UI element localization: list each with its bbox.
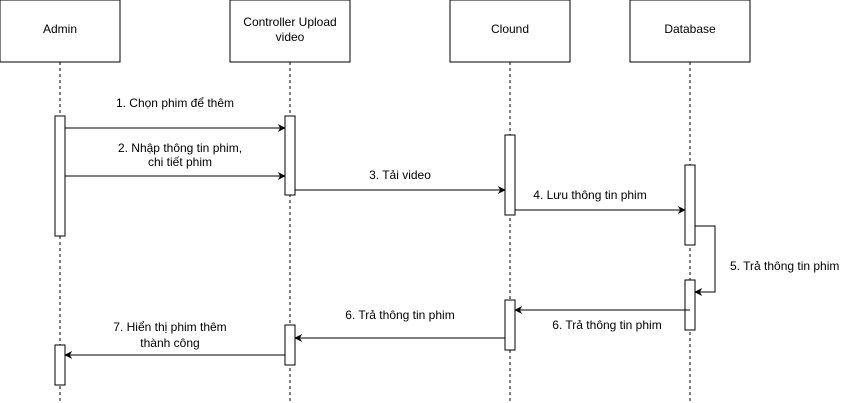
message-label-5: 5. Trả thông tin phim: [730, 259, 839, 273]
participant-controller: Controller Upload video: [229, 0, 351, 63]
message-label-2b: chi tiết phim: [148, 155, 212, 169]
activation-admin-2: [54, 344, 66, 386]
activation-database-1: [684, 164, 696, 246]
message-arrow-5: [694, 225, 716, 296]
participant-label: Admin: [43, 22, 77, 36]
activation-database-2: [684, 279, 696, 331]
activation-controller-2: [284, 324, 296, 366]
participant-label: Controller Upload: [243, 15, 336, 29]
message-label-4: 4. Lưu thông tin phim: [533, 188, 646, 202]
participant-database: Database: [629, 0, 751, 63]
message-label-6b: 6. Trả thông tin phim: [345, 308, 454, 322]
participant-label: Database: [664, 22, 716, 36]
participant-label: Clound: [491, 22, 529, 36]
participant-admin: Admin: [0, 0, 121, 63]
message-label-7: 7. Hiển thị phim thêm: [113, 320, 226, 334]
message-label-2: 2. Nhập thông tin phim,: [118, 141, 242, 155]
activation-controller-1: [284, 115, 296, 196]
activation-admin-1: [54, 115, 66, 237]
message-label-6a: 6. Trả thông tin phim: [552, 318, 661, 332]
participant-label: video: [276, 30, 305, 44]
message-label-7b: thành công: [140, 336, 199, 350]
message-label-3: 3. Tải video: [369, 168, 431, 182]
activation-cloud-1: [504, 134, 516, 216]
participant-cloud: Clound: [449, 0, 571, 63]
message-label-1: 1. Chọn phim để thêm: [116, 96, 234, 110]
activation-cloud-2: [504, 299, 516, 351]
